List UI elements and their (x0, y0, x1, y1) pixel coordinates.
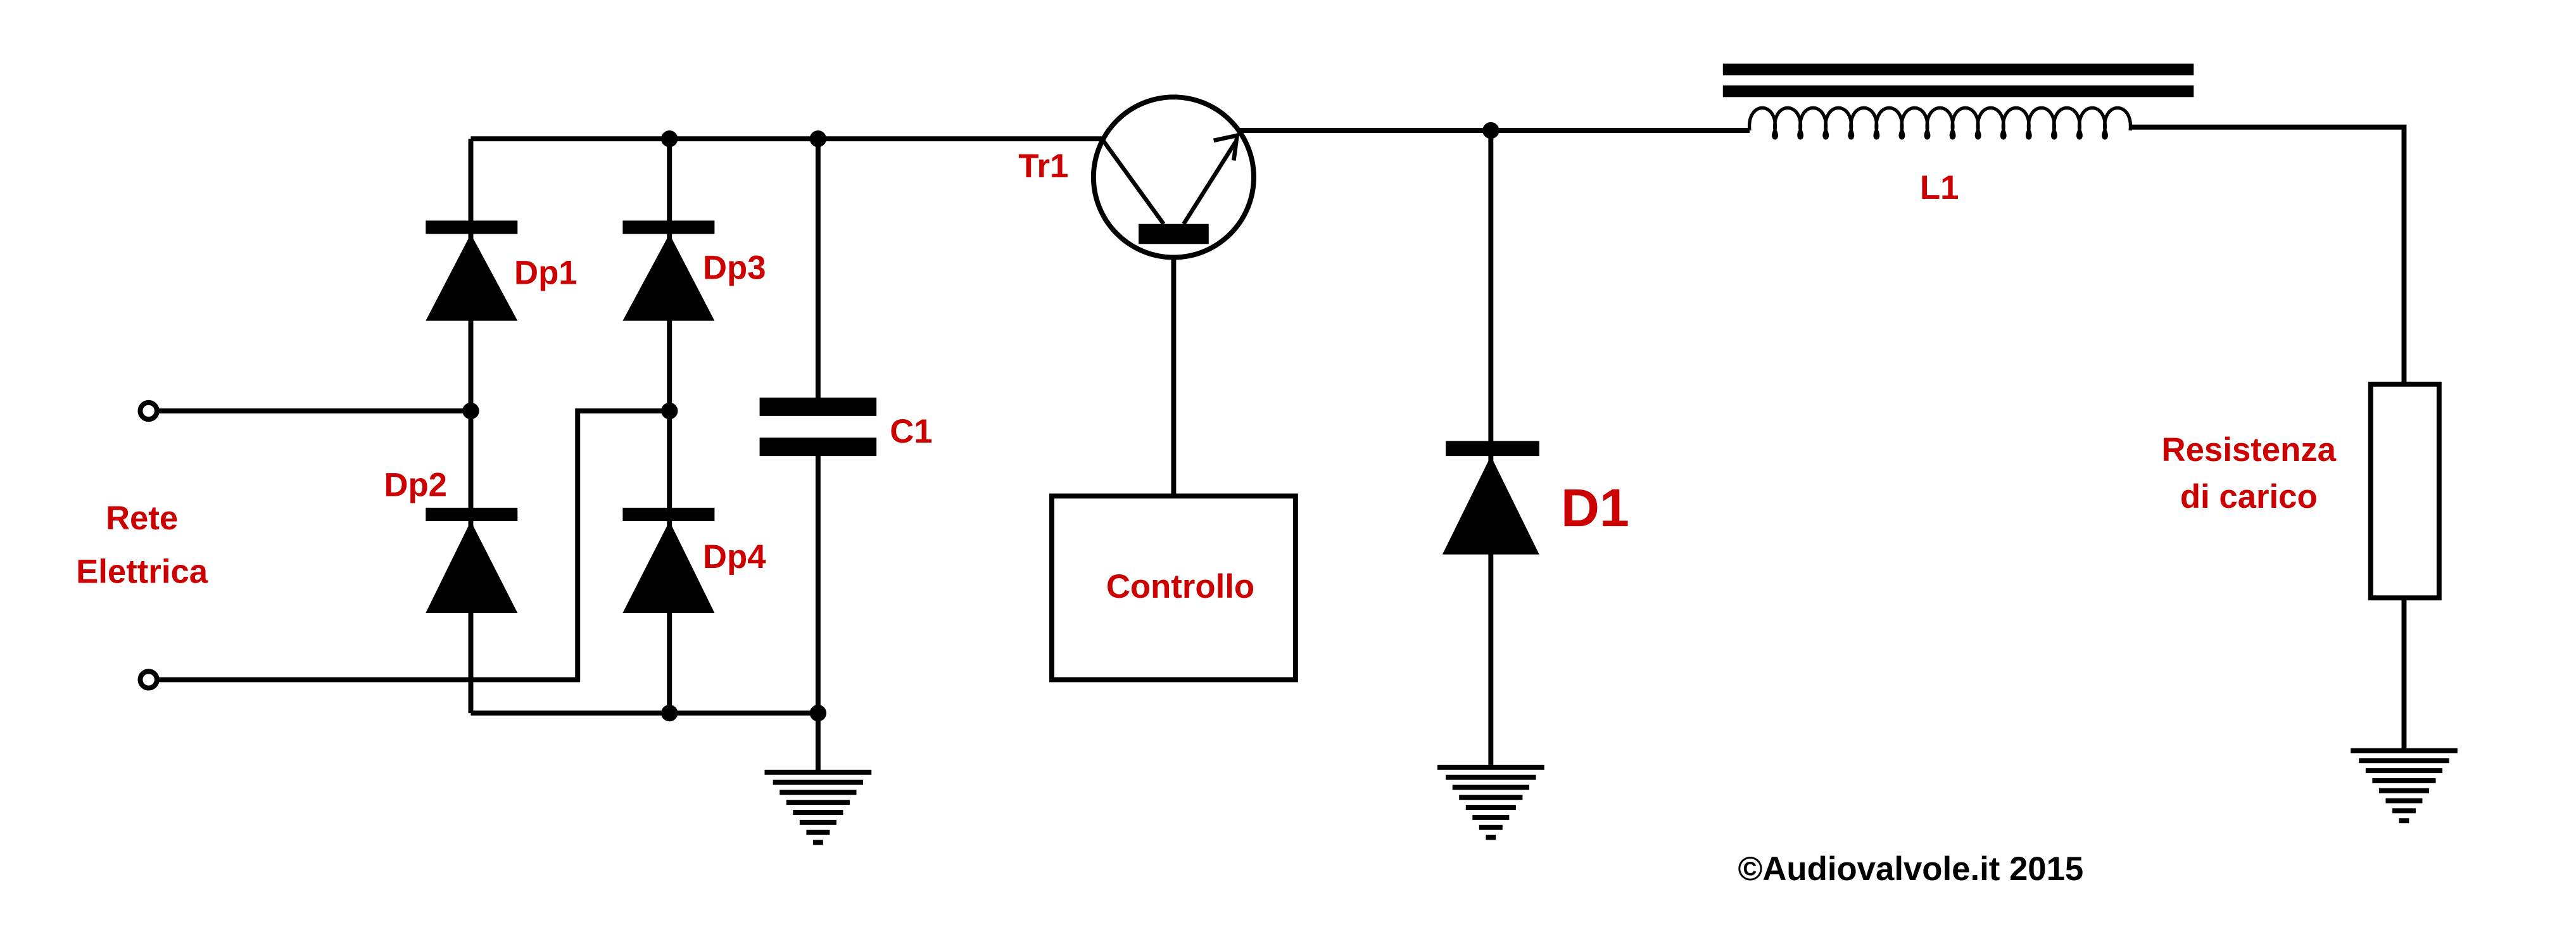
label-c1: C1 (890, 413, 932, 450)
label-rete: Rete (106, 500, 178, 537)
diode-dp3-symbol (622, 220, 715, 321)
capacitor-c1-symbol (759, 397, 877, 457)
junction-dot (661, 130, 678, 148)
controllo-block (1049, 493, 1298, 683)
mains-terminal-top (137, 400, 160, 422)
diode-dp2-symbol (426, 507, 518, 613)
label-dp1: Dp1 (514, 255, 578, 292)
diode-dp1-symbol (426, 220, 518, 321)
ground-symbol (2351, 748, 2458, 824)
mains-wire-bottom (156, 408, 670, 683)
label-d1: D1 (1561, 478, 1629, 538)
label-dp4: Dp4 (703, 538, 766, 576)
inductor-core (1722, 63, 2194, 98)
label-resistenza: Resistenza (2162, 431, 2337, 469)
label-di-carico: di carico (2180, 478, 2318, 515)
copyright-text: ©Audiovalvole.it 2015 (1738, 850, 2084, 888)
diode-d1-symbol (1442, 441, 1539, 555)
load-resistor-symbol (2368, 381, 2442, 601)
label-dp3: Dp3 (703, 249, 766, 287)
junction-dot (661, 704, 678, 722)
diode-dp4-symbol (622, 507, 715, 613)
junction-dot (809, 130, 827, 148)
label-tr1: Tr1 (1018, 148, 1068, 185)
junction-dot (462, 402, 479, 420)
junction-dot (661, 402, 678, 420)
label-dp2: Dp2 (384, 466, 447, 503)
label-controllo: Controllo (1106, 568, 1254, 605)
ground-symbol (1437, 764, 1544, 840)
inductor-l1-coil (1748, 106, 2132, 140)
label-l1: L1 (1920, 169, 1959, 206)
transistor-tr1-symbol (1090, 94, 1256, 260)
junction-dot (1482, 122, 1500, 139)
label-elettrica: Elettrica (76, 553, 208, 591)
ground-symbol (764, 769, 872, 845)
load-wire (2130, 124, 2407, 748)
mains-terminal-bottom (137, 669, 160, 691)
junction-dot (809, 704, 827, 722)
